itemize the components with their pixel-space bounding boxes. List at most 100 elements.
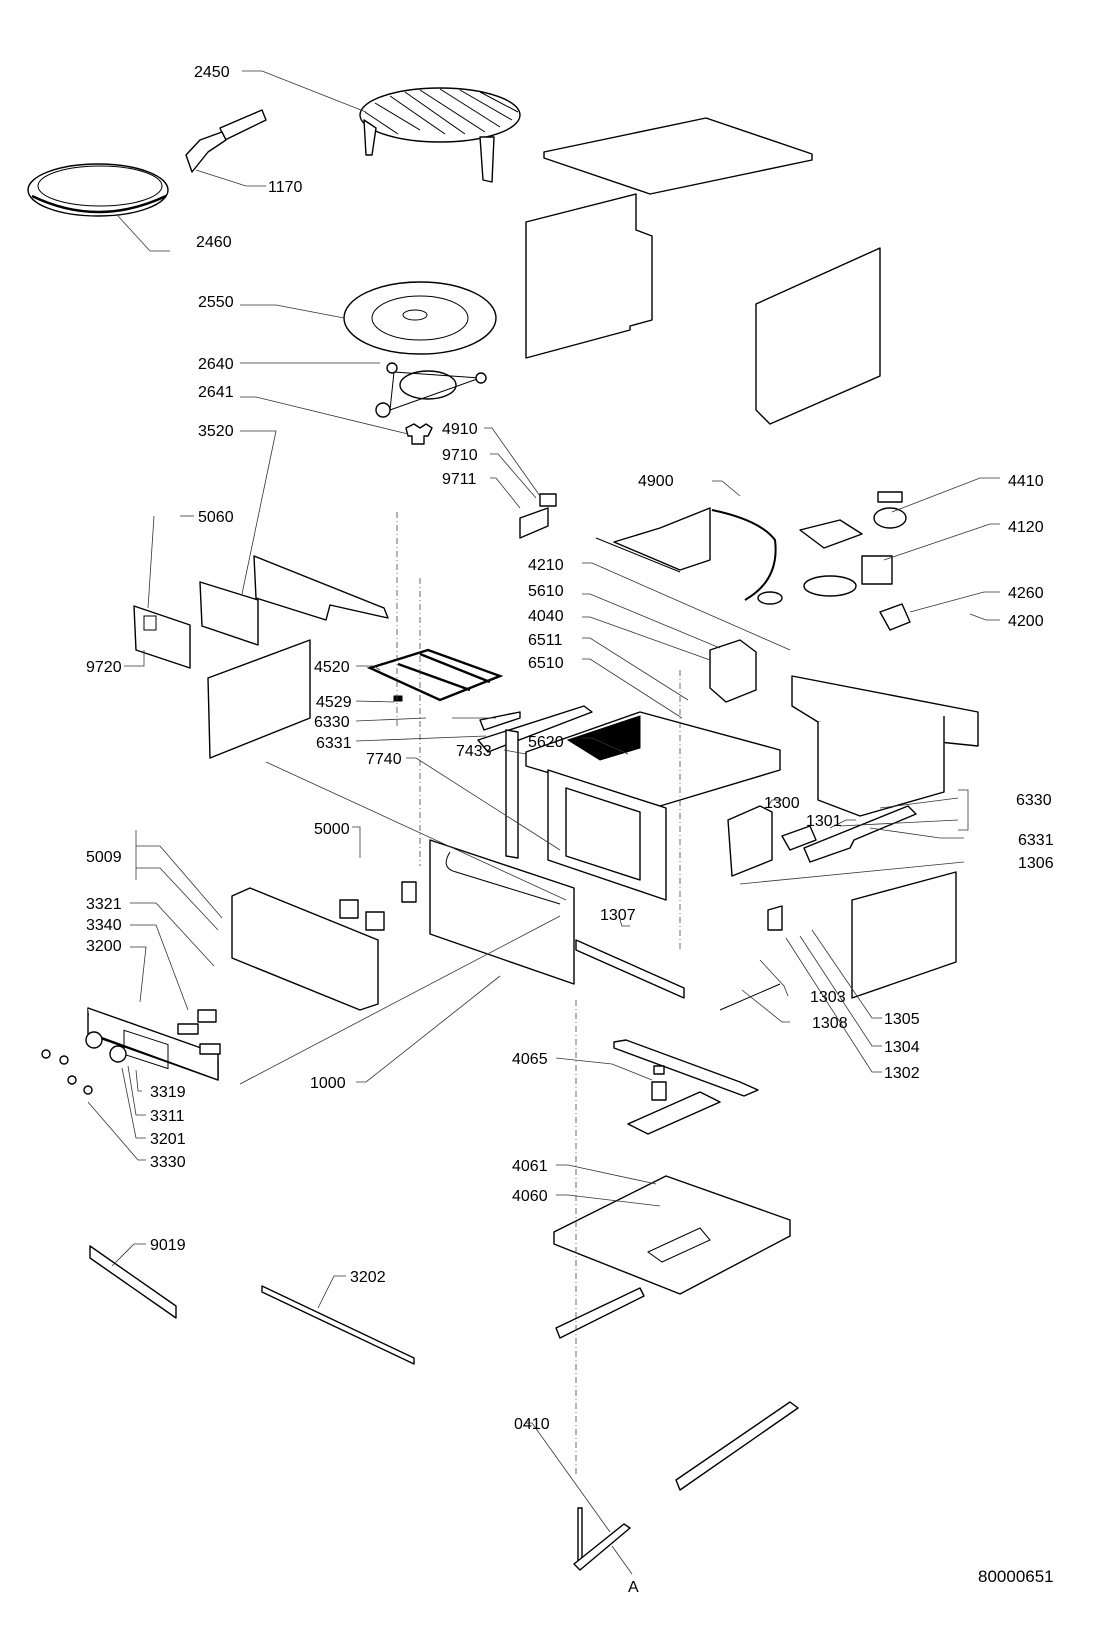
door-seal-7433 <box>505 729 519 859</box>
hv-capacitor-cover <box>727 805 773 877</box>
label-4120: 4120 <box>1008 519 1044 536</box>
label-9711: 9711 <box>442 471 477 488</box>
fan-motor-4410 <box>799 491 907 549</box>
label-1304: 1304 <box>884 1039 920 1056</box>
coupler-2641 <box>405 423 433 445</box>
label-4260: 4260 <box>1008 585 1044 602</box>
label-4061: 4061 <box>512 1158 548 1175</box>
label-3520: 3520 <box>198 423 234 440</box>
side-insulation <box>851 871 957 999</box>
label-6510: 6510 <box>528 655 564 672</box>
thermal-cutout-4260-4200 <box>879 603 911 631</box>
crisp-plate-2460 <box>27 163 169 217</box>
control-housing <box>231 887 379 1011</box>
door-panel-1000 <box>429 839 575 985</box>
label-3321: 3321 <box>86 896 122 913</box>
label-5000: 5000 <box>314 821 350 838</box>
turntable-glass-plate-2550 <box>343 281 497 355</box>
label-3330: 3330 <box>150 1154 186 1171</box>
label-2640: 2640 <box>198 356 234 373</box>
label-3201: 3201 <box>150 1131 186 1148</box>
front-bar <box>575 939 685 999</box>
label-4520: 4520 <box>314 659 350 676</box>
label-5009: 5009 <box>86 849 122 866</box>
base-rail-left <box>555 1287 645 1339</box>
interlock-switch-assembly-4910 <box>519 493 557 539</box>
left-side-panel <box>525 193 653 359</box>
base-plate <box>553 1175 791 1295</box>
label-1302: 1302 <box>884 1065 920 1082</box>
handle-1170 <box>185 109 267 173</box>
relays-5000 <box>339 881 417 931</box>
label-1303: 1303 <box>810 989 846 1006</box>
transformer-4120 <box>803 555 893 597</box>
label-2450: 2450 <box>194 64 230 81</box>
part-labels: 2450 1170 2460 2550 2640 2641 3520 5060 … <box>86 64 1054 1596</box>
clip-4529 <box>393 695 403 702</box>
label-1308: 1308 <box>812 1015 848 1032</box>
knob-spindles-3321-3340 <box>177 1009 221 1055</box>
insulation-mat <box>207 639 311 759</box>
label-3311: 3311 <box>150 1108 185 1125</box>
label-2460: 2460 <box>196 234 232 251</box>
label-5620: 5620 <box>528 734 564 751</box>
drawing-number: 80000651 <box>978 1567 1054 1586</box>
label-1301: 1301 <box>806 813 842 830</box>
door-hinge-parts <box>719 805 917 1011</box>
label-4410: 4410 <box>1008 473 1044 490</box>
label-4910: 4910 <box>442 421 478 438</box>
base-rail-right <box>675 1401 799 1491</box>
grill-element-4520 <box>366 648 504 702</box>
right-side-panel <box>755 247 881 425</box>
bracket-3520 <box>199 555 389 646</box>
label-6331-top: 6331 <box>316 735 352 752</box>
label-9710: 9710 <box>442 447 478 464</box>
magnetron-4040 <box>709 639 757 703</box>
label-6330-top: 6330 <box>314 714 350 731</box>
roller-ring-2640 <box>375 362 487 418</box>
trim-strip-3202 <box>261 1285 415 1365</box>
label-4060: 4060 <box>512 1188 548 1205</box>
label-5060: 5060 <box>198 509 234 526</box>
knobs <box>41 1031 127 1095</box>
label-6511: 6511 <box>528 632 563 649</box>
stirrer-motor-assembly-4065 <box>627 1065 721 1135</box>
label-3319: 3319 <box>150 1084 186 1101</box>
label-5610: 5610 <box>528 583 564 600</box>
foot-0410 <box>573 1507 631 1571</box>
label-2550: 2550 <box>198 294 234 311</box>
label-6330-right: 6330 <box>1016 792 1052 809</box>
label-3202: 3202 <box>350 1269 386 1286</box>
label-4210: 4210 <box>528 557 564 574</box>
oven-cavity <box>525 711 781 901</box>
base-cross-rail <box>613 1039 759 1097</box>
label-7740: 7740 <box>366 751 402 768</box>
label-4200: 4200 <box>1008 613 1044 630</box>
label-3200: 3200 <box>86 938 122 955</box>
label-4529: 4529 <box>316 694 352 711</box>
label-9019: 9019 <box>150 1237 186 1254</box>
control-board-9720 <box>133 605 191 669</box>
label-1000: 1000 <box>310 1075 346 1092</box>
label-9720: 9720 <box>86 659 122 676</box>
waveguide-cover <box>595 507 711 573</box>
label-3340: 3340 <box>86 917 122 934</box>
label-1306: 1306 <box>1018 855 1054 872</box>
label-1170: 1170 <box>268 179 303 196</box>
label-2641: 2641 <box>198 384 234 401</box>
label-1305: 1305 <box>884 1011 920 1028</box>
label-4065: 4065 <box>512 1051 548 1068</box>
label-4040: 4040 <box>528 608 564 625</box>
leader-lines <box>87 70 1000 1575</box>
label-7433: 7433 <box>456 743 492 760</box>
label-1300: 1300 <box>764 795 800 812</box>
control-fascia-3200 <box>87 1007 219 1081</box>
label-1307: 1307 <box>600 907 636 924</box>
back-panel <box>791 675 979 817</box>
grill-rack-2450 <box>359 87 521 183</box>
reference-marker-a: A <box>628 1579 639 1596</box>
assembly-centerlines <box>239 512 681 1474</box>
top-cover-panel <box>543 117 813 195</box>
trim-strip-9019 <box>89 1245 177 1319</box>
